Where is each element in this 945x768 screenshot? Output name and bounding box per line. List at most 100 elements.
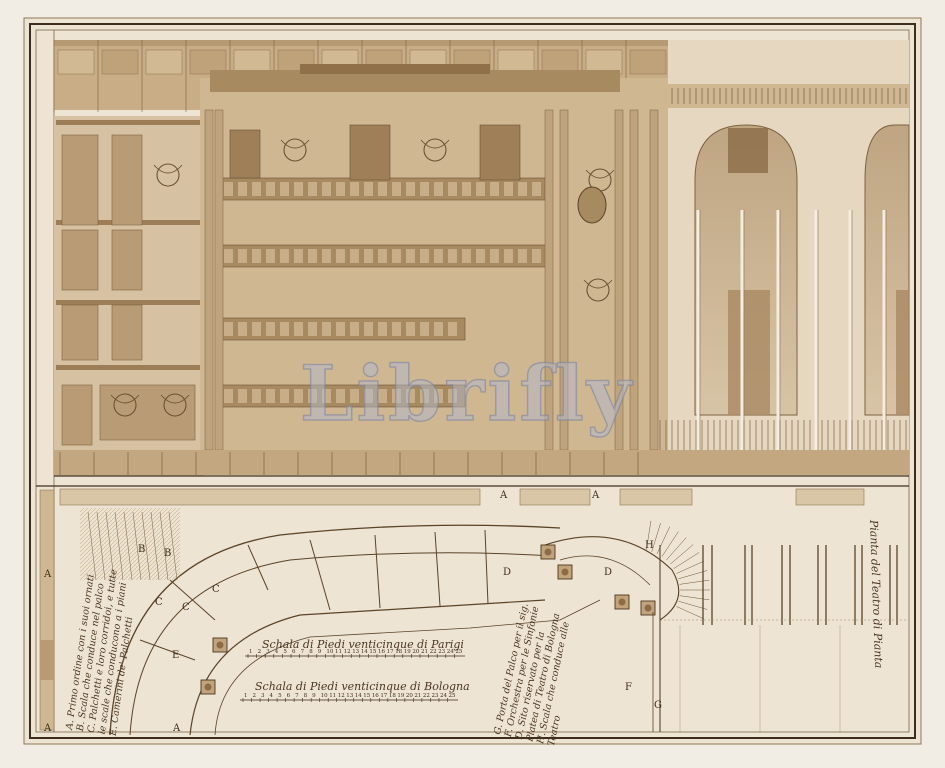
cartouche bbox=[163, 393, 187, 417]
baluster-panel bbox=[350, 182, 359, 196]
partition bbox=[169, 579, 216, 621]
baluster-panel bbox=[308, 182, 317, 196]
outer-border bbox=[29, 23, 916, 739]
roof-panels bbox=[53, 40, 667, 112]
baluster-panel bbox=[238, 182, 247, 196]
box-opening bbox=[61, 384, 93, 446]
baluster-panel bbox=[406, 249, 415, 263]
baluster-panel bbox=[224, 249, 233, 263]
baluster-panel bbox=[434, 322, 443, 336]
baluster-panel bbox=[280, 249, 289, 263]
scale-tick-label: 18 bbox=[389, 693, 396, 699]
baluster-panel bbox=[238, 249, 247, 263]
scale-tick-label: 20 bbox=[406, 693, 413, 699]
baluster-panel bbox=[448, 389, 457, 403]
scale-tick-label: 8 bbox=[309, 649, 313, 655]
pillar-core bbox=[204, 683, 212, 691]
scale-tick-label: 7 bbox=[295, 693, 299, 699]
garland bbox=[153, 164, 183, 174]
scale-tick-label: 8 bbox=[304, 693, 308, 699]
scale-tick-label: 1 bbox=[244, 693, 248, 699]
baluster-panel bbox=[350, 322, 359, 336]
baluster-panel bbox=[336, 182, 345, 196]
baluster-panel bbox=[350, 249, 359, 263]
garland bbox=[110, 394, 140, 404]
letter-c-1: C bbox=[155, 597, 163, 608]
letter-c-3: C bbox=[212, 584, 220, 595]
baluster-panel bbox=[322, 249, 331, 263]
baluster-panel bbox=[434, 182, 443, 196]
scale-tick-label: 12 bbox=[344, 649, 351, 655]
scale-tick-label: 23 bbox=[431, 693, 438, 699]
stage-plan-rods bbox=[679, 545, 898, 732]
baluster-panel bbox=[518, 249, 527, 263]
baluster-panel bbox=[532, 249, 541, 263]
pillar-core bbox=[618, 598, 626, 606]
cartouche bbox=[283, 138, 307, 162]
baluster-panel bbox=[378, 182, 387, 196]
baluster-panel bbox=[392, 249, 401, 263]
baluster-panel bbox=[392, 322, 401, 336]
box-opening bbox=[99, 384, 196, 441]
stair-tread bbox=[679, 579, 710, 585]
baluster-panel bbox=[490, 182, 499, 196]
letter-a-5: A bbox=[172, 723, 181, 734]
baluster-panel bbox=[252, 182, 261, 196]
garland bbox=[280, 139, 310, 149]
scale-tick-label: 12 bbox=[338, 693, 345, 699]
plan-letters: A A A A B B C C C E A D D H F G bbox=[43, 490, 662, 734]
scale-tick-label: 14 bbox=[355, 693, 362, 699]
letter-g: G bbox=[654, 700, 662, 711]
stair-tread bbox=[666, 537, 687, 561]
baluster-panel bbox=[252, 322, 261, 336]
scale-tick-label: 10 bbox=[321, 693, 328, 699]
baluster-panel bbox=[294, 249, 303, 263]
box-opening bbox=[61, 304, 99, 361]
scale-tick-label: 10 bbox=[326, 649, 333, 655]
baluster-panel bbox=[224, 322, 233, 336]
baluster-panel bbox=[392, 182, 401, 196]
baluster-panel bbox=[518, 182, 527, 196]
box-opening bbox=[111, 304, 143, 361]
scale-paris-title: Schala di Piedi venticinque di Parigi bbox=[262, 638, 464, 651]
baluster-panel bbox=[294, 389, 303, 403]
baluster-panel bbox=[294, 322, 303, 336]
cartouche bbox=[156, 163, 180, 187]
stair-tread bbox=[676, 560, 704, 574]
scale-tick-label: 11 bbox=[335, 649, 342, 655]
baluster-panel bbox=[364, 182, 373, 196]
baluster-panel bbox=[252, 249, 261, 263]
arch-left bbox=[694, 124, 798, 416]
tier-ledge bbox=[56, 300, 202, 305]
baluster-panel bbox=[280, 389, 289, 403]
stair-tread bbox=[646, 520, 652, 551]
stair-tread bbox=[656, 526, 671, 554]
scale-tick-label: 1 bbox=[249, 649, 253, 655]
letter-d-1: D bbox=[503, 567, 511, 578]
stair-tread bbox=[670, 544, 694, 565]
baluster-panel bbox=[392, 389, 401, 403]
stair-tread bbox=[673, 552, 700, 569]
coat-of-arms bbox=[577, 186, 607, 224]
scale-tick-label: 16 bbox=[372, 693, 379, 699]
roof-panel bbox=[145, 49, 183, 75]
baluster-panel bbox=[280, 322, 289, 336]
left-box-tiers bbox=[56, 120, 202, 446]
stair-tread bbox=[661, 531, 679, 557]
baluster-panel bbox=[266, 182, 275, 196]
scale-tick-label: 4 bbox=[270, 693, 274, 699]
baluster-panel bbox=[490, 249, 499, 263]
box-opening bbox=[61, 134, 99, 226]
roof-panel bbox=[101, 49, 139, 75]
stair-tread bbox=[651, 523, 661, 552]
roof-panel bbox=[629, 49, 667, 75]
box-opening bbox=[61, 229, 99, 291]
baluster-panel bbox=[224, 389, 233, 403]
baluster-panel bbox=[336, 389, 345, 403]
upper-window bbox=[349, 124, 391, 181]
baluster-panel bbox=[224, 182, 233, 196]
baluster-panel bbox=[364, 389, 373, 403]
